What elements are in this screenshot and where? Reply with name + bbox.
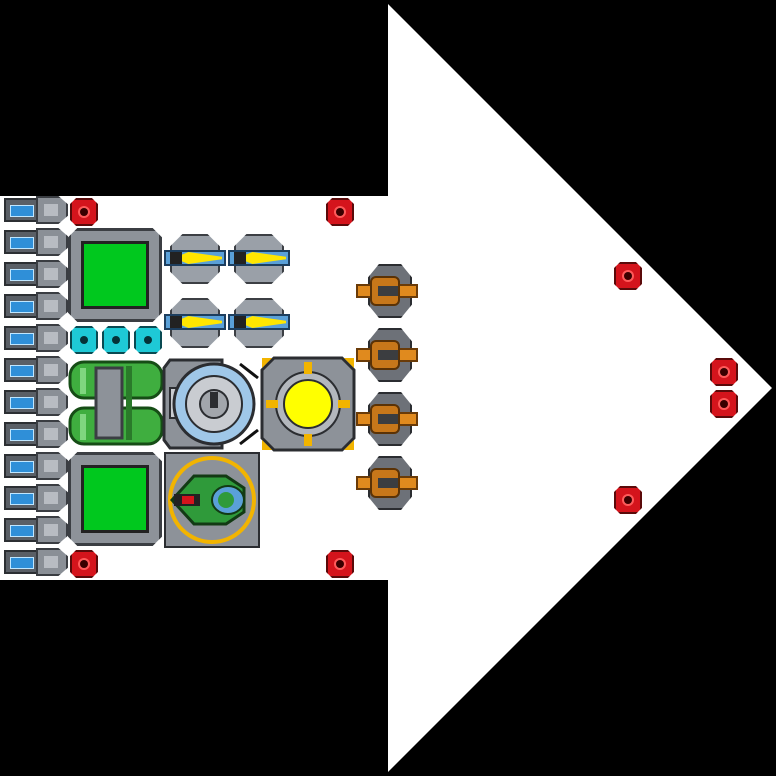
yellow-blade-gun-icon[interactable] — [164, 294, 226, 352]
thruster-icon[interactable] — [4, 356, 68, 384]
green-pipes-icon[interactable] — [68, 358, 164, 450]
thruster-icon[interactable] — [4, 452, 68, 480]
green-tank-icon[interactable] — [68, 452, 162, 546]
orange-cannon-icon[interactable] — [356, 328, 422, 382]
red-light-icon[interactable] — [326, 550, 354, 578]
thruster-icon[interactable] — [4, 260, 68, 288]
red-light-icon[interactable] — [614, 262, 642, 290]
red-light-icon[interactable] — [70, 550, 98, 578]
yellow-blade-gun-icon[interactable] — [228, 294, 290, 352]
yellow-reactor-icon[interactable] — [260, 356, 356, 452]
thruster-icon[interactable] — [4, 420, 68, 448]
red-light-icon[interactable] — [710, 358, 738, 386]
thruster-icon[interactable] — [4, 388, 68, 416]
yellow-blade-gun-icon[interactable] — [164, 230, 226, 288]
cyan-cell-icon[interactable] — [102, 326, 130, 354]
thruster-icon[interactable] — [4, 516, 68, 544]
red-light-icon[interactable] — [614, 486, 642, 514]
blue-gyro-icon[interactable] — [162, 358, 262, 450]
orange-cannon-icon[interactable] — [356, 264, 422, 318]
thruster-icon[interactable] — [4, 228, 68, 256]
cyan-cell-icon[interactable] — [134, 326, 162, 354]
orange-cannon-icon[interactable] — [356, 456, 422, 510]
thruster-icon[interactable] — [4, 484, 68, 512]
green-tank-icon[interactable] — [68, 228, 162, 322]
thruster-icon[interactable] — [4, 548, 68, 576]
thruster-icon[interactable] — [4, 292, 68, 320]
red-light-icon[interactable] — [326, 198, 354, 226]
red-light-icon[interactable] — [710, 390, 738, 418]
cyan-cell-icon[interactable] — [70, 326, 98, 354]
yellow-blade-gun-icon[interactable] — [228, 230, 290, 288]
thruster-icon[interactable] — [4, 324, 68, 352]
green-cockpit-icon[interactable] — [164, 452, 260, 548]
red-light-icon[interactable] — [70, 198, 98, 226]
orange-cannon-icon[interactable] — [356, 392, 422, 446]
thruster-icon[interactable] — [4, 196, 68, 224]
